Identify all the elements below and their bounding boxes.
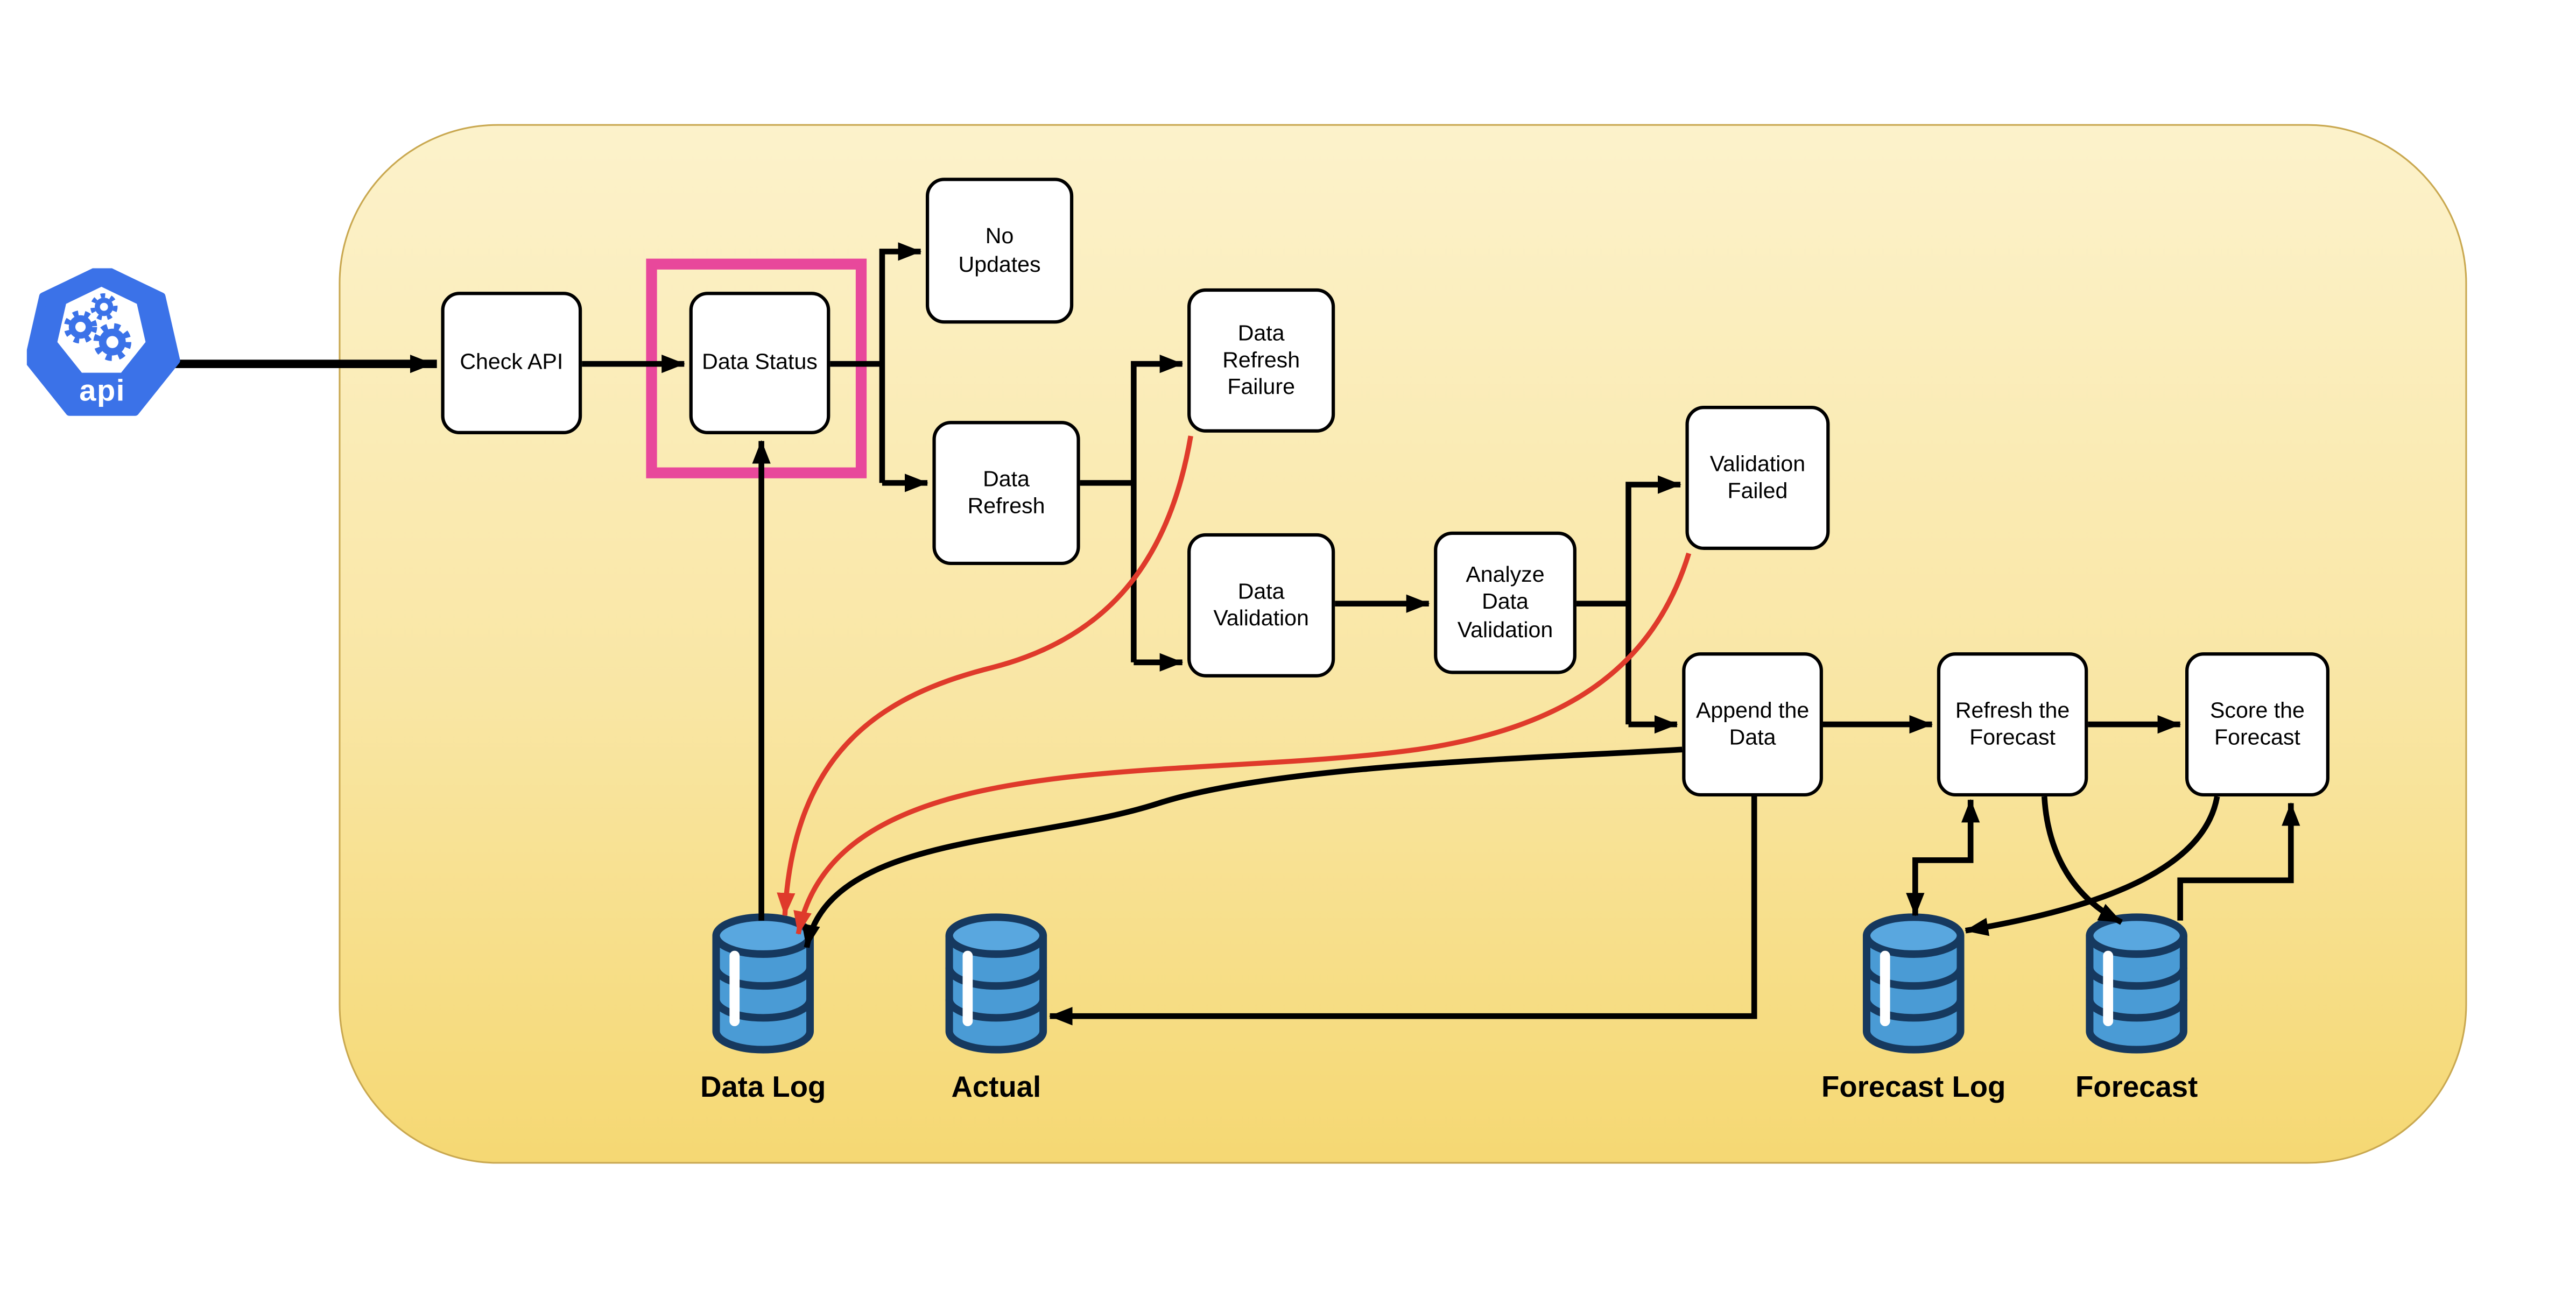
edge-refresh-forecast-to-forecast: [2041, 796, 2123, 925]
node-label: Append the Data: [1695, 697, 1810, 750]
edge-validation-failed-to-data-log: [793, 552, 1692, 935]
node-data-validation[interactable]: Data Validation: [1187, 533, 1335, 678]
node-label: Check API: [460, 349, 564, 375]
edge-data-status-to-no-updates: [830, 251, 920, 483]
api-icon-label: api: [79, 373, 125, 407]
node-label: Score the Forecast: [2210, 697, 2305, 750]
api-inner-heptagon: [57, 286, 146, 373]
data-status-highlight-box[interactable]: [646, 258, 867, 478]
edge-forecast-to-score: [2177, 802, 2300, 921]
node-refresh-the-forecast[interactable]: Refresh the Forecast: [1937, 652, 2088, 797]
edge-score-to-forecast-log: [1965, 796, 2220, 936]
actual-db-icon[interactable]: [945, 913, 1047, 1054]
edge-forecast-log-refresh-forecast: [1906, 799, 1980, 916]
edge-refresh-failure-to-data-log: [777, 435, 1193, 916]
node-label: No Updates: [958, 223, 1041, 276]
api-icon[interactable]: api: [24, 264, 181, 423]
node-check-api[interactable]: Check API: [441, 292, 582, 435]
gears-icon: [64, 293, 131, 361]
edge-data-refresh-to-failure: [1080, 364, 1183, 662]
node-data-status[interactable]: Data Status: [689, 292, 830, 435]
node-no-updates[interactable]: No Updates: [925, 178, 1074, 324]
node-analyze-data-validation[interactable]: Analyze Data Validation: [1434, 531, 1576, 674]
node-label: Refresh the Forecast: [1955, 697, 2070, 750]
node-append-the-data[interactable]: Append the Data: [1682, 652, 1823, 797]
node-label: Data Status: [702, 349, 818, 375]
forecast-db-icon[interactable]: [2086, 913, 2187, 1054]
data-log-label: Data Log: [700, 1069, 826, 1104]
data-log-db-icon[interactable]: [712, 913, 814, 1054]
node-label: Analyze Data Validation: [1457, 562, 1553, 641]
node-validation-failed[interactable]: Validation Failed: [1685, 406, 1830, 551]
edge-append-to-data-log: [801, 746, 1683, 949]
node-label: Validation Failed: [1709, 450, 1806, 503]
node-label: Data Validation: [1213, 578, 1309, 631]
node-data-refresh-failure[interactable]: Data Refresh Failure: [1187, 288, 1335, 433]
edge-append-to-actual: [1048, 796, 1757, 1026]
node-score-the-forecast[interactable]: Score the Forecast: [2185, 652, 2329, 797]
node-data-refresh[interactable]: Data Refresh: [932, 421, 1080, 566]
forecast-label: Forecast: [2075, 1069, 2198, 1104]
forecast-log-label: Forecast Log: [1821, 1069, 2006, 1104]
node-label: Data Refresh Failure: [1222, 320, 1300, 399]
actual-label: Actual: [951, 1069, 1041, 1104]
node-label: Data Refresh: [967, 465, 1045, 518]
forecast-log-db-icon[interactable]: [1862, 913, 1965, 1054]
edge-analyze-to-validation-failed: [1576, 484, 1680, 725]
